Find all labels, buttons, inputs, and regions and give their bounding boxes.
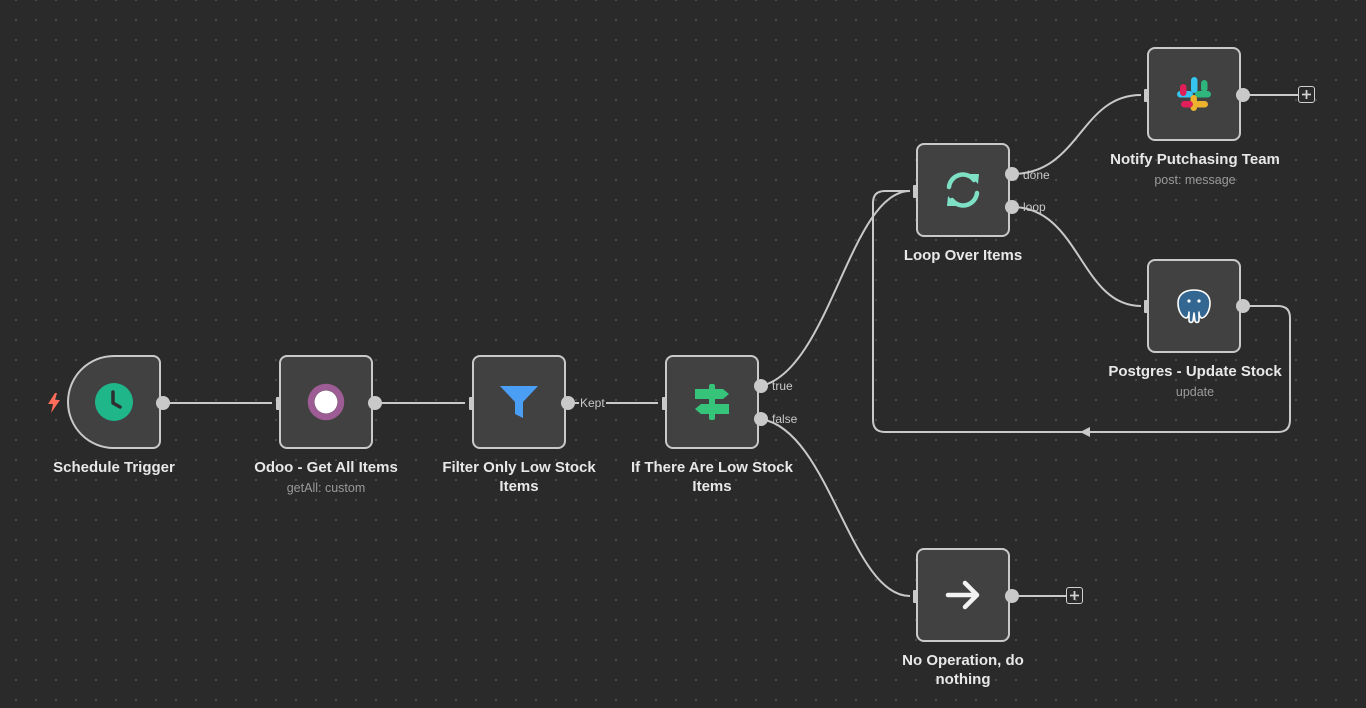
filter-icon xyxy=(500,386,538,418)
odoo-icon xyxy=(307,383,345,421)
plus-icon xyxy=(1302,90,1311,99)
output-handle-loop-loop[interactable] xyxy=(1005,200,1019,214)
output-handle-if-false[interactable] xyxy=(754,412,768,426)
node-subtitle: update xyxy=(1175,385,1215,399)
add-node-button[interactable] xyxy=(1066,587,1083,604)
node-title: Postgres - Update Stock xyxy=(1108,363,1282,380)
output-handle-postgres[interactable] xyxy=(1236,299,1250,313)
arrow-right-icon xyxy=(945,580,980,610)
edge-label-true: true xyxy=(772,379,793,393)
node-if-low-stock[interactable] xyxy=(665,355,759,449)
output-handle-odoo[interactable] xyxy=(368,396,382,410)
edge-label-done: done xyxy=(1023,168,1050,182)
output-handle-slack[interactable] xyxy=(1236,88,1250,102)
edge-label-loop: loop xyxy=(1023,200,1046,214)
node-title: Notify Putchasing Team xyxy=(1110,151,1280,168)
output-handle-schedule-trigger[interactable] xyxy=(156,396,170,410)
node-odoo-get-all-items[interactable] xyxy=(279,355,373,449)
output-handle-noop[interactable] xyxy=(1005,589,1019,603)
trigger-bolt-icon xyxy=(48,393,60,413)
node-title: Loop Over Items xyxy=(903,247,1023,264)
node-postgres-update-stock[interactable] xyxy=(1147,259,1241,353)
connection-if-false-to-noop xyxy=(760,418,911,597)
node-title: Filter Only Low Stock Items xyxy=(442,459,596,495)
edge-label-kept: Kept xyxy=(579,396,606,410)
output-handle-loop-done[interactable] xyxy=(1005,167,1019,181)
connection-if-true-to-loop xyxy=(760,190,911,387)
refresh-icon xyxy=(946,172,980,208)
postgres-elephant-icon xyxy=(1177,289,1211,324)
node-loop-over-items[interactable] xyxy=(916,143,1010,237)
output-handle-if-true[interactable] xyxy=(754,379,768,393)
edge-label-false: false xyxy=(772,412,798,426)
node-title: No Operation, do nothing xyxy=(902,652,1024,688)
plus-icon xyxy=(1070,591,1079,600)
clock-icon xyxy=(95,383,133,421)
node-title: Odoo - Get All Items xyxy=(254,459,398,476)
node-subtitle: getAll: custom xyxy=(286,481,366,495)
node-no-operation[interactable] xyxy=(916,548,1010,642)
output-handle-filter[interactable] xyxy=(561,396,575,410)
signpost-icon xyxy=(695,384,729,420)
node-schedule-trigger[interactable] xyxy=(67,355,161,449)
node-filter-low-stock[interactable] xyxy=(472,355,566,449)
loop-back-arrowhead xyxy=(1080,427,1090,437)
node-subtitle: post: message xyxy=(1154,173,1236,187)
node-title: Schedule Trigger xyxy=(53,459,175,476)
slack-icon xyxy=(1177,77,1211,111)
add-node-button[interactable] xyxy=(1298,86,1315,103)
node-title: If There Are Low Stock Items xyxy=(631,459,793,495)
node-notify-purchasing-team[interactable] xyxy=(1147,47,1241,141)
